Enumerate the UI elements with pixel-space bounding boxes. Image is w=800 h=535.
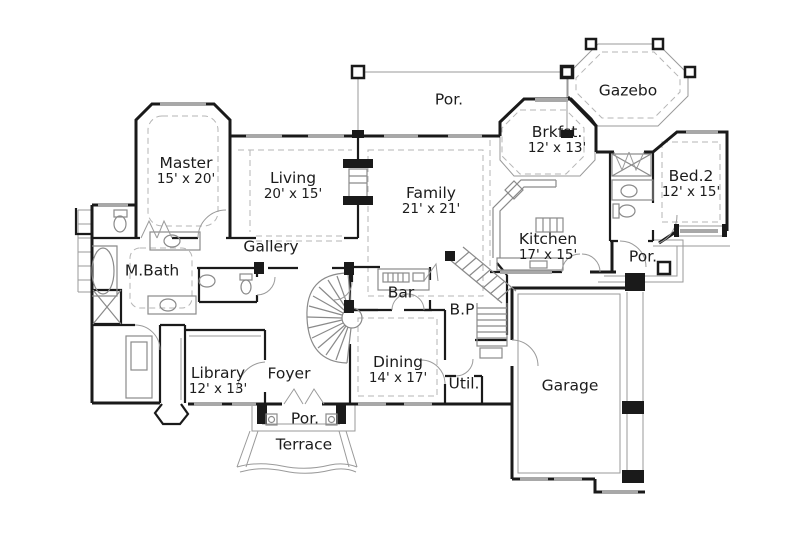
room-label-utility: Util. xyxy=(448,374,480,393)
posts-hollow xyxy=(350,37,697,276)
room-label-butlers-pantry: B.P xyxy=(449,300,475,319)
room-label-gallery: Gallery xyxy=(243,237,299,256)
fixtures xyxy=(91,153,654,399)
room-label-breakfast: Brkfst.12' x 13' xyxy=(527,122,587,157)
room-label-porch-right: Por. xyxy=(628,247,658,266)
room-label-gazebo: Gazebo xyxy=(598,81,658,100)
door-swings xyxy=(134,151,678,405)
windows xyxy=(98,98,718,494)
room-label-bar: Bar xyxy=(387,283,415,302)
room-label-foyer: Foyer xyxy=(267,364,311,383)
room-label-master-bath: M.Bath xyxy=(124,261,180,280)
room-label-terrace: Terrace xyxy=(275,435,333,454)
dashed-lines xyxy=(129,51,721,397)
room-label-porch-bottom: Por. xyxy=(290,409,320,428)
room-label-garage: Garage xyxy=(541,376,599,395)
porch-outlines xyxy=(77,43,730,474)
porch-base-columns xyxy=(265,413,338,426)
room-label-porch-top: Por. xyxy=(434,90,464,109)
posts-solid xyxy=(254,130,727,483)
